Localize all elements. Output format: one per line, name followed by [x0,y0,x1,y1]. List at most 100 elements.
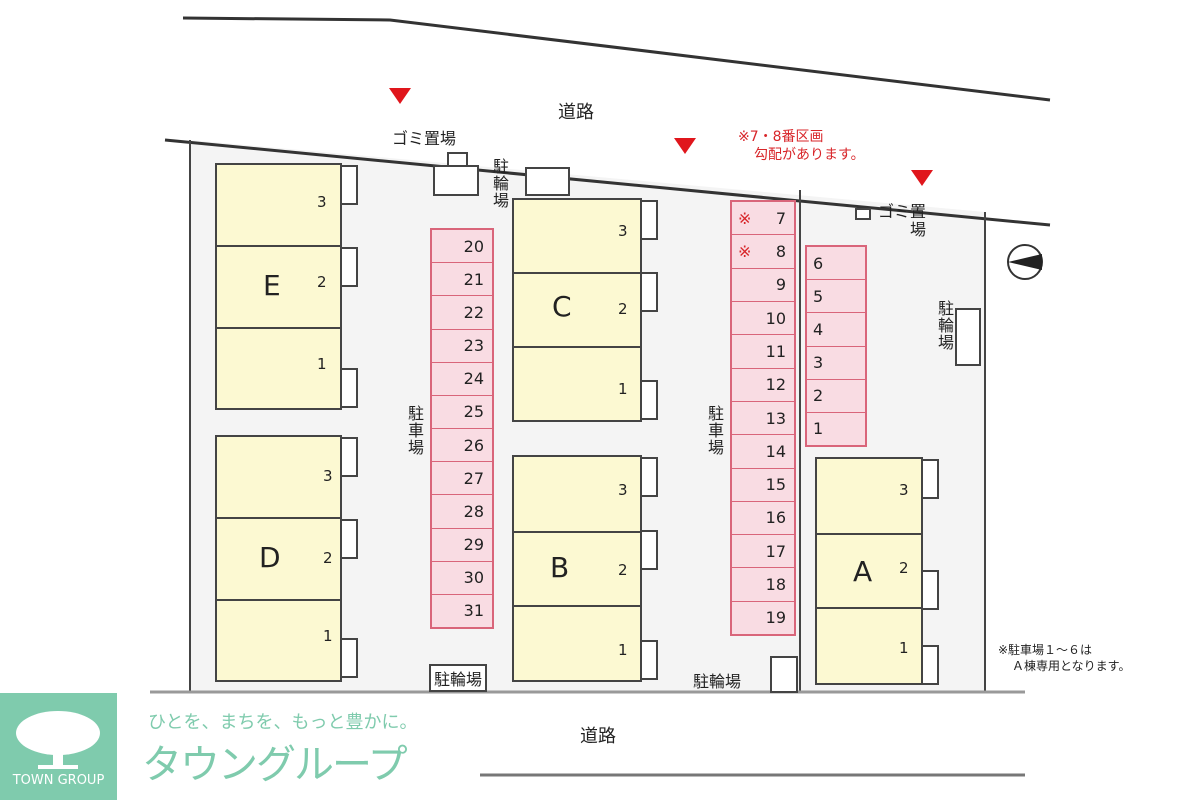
building-a: A 3 2 1 [815,457,923,685]
building-letter: E [263,269,281,302]
building-c: C 3 2 1 [512,198,642,422]
balcony [921,570,939,610]
unit-number: 2 [618,300,628,318]
balcony [340,437,358,477]
reserved-note: ※駐車場１～６は Ａ棟専用となります。 [998,642,1130,674]
balcony [640,457,658,497]
unit-number: 3 [899,481,909,499]
bicycle-label: 駐輪場 [429,664,488,692]
balcony [921,645,939,685]
building-letter: B [550,551,570,584]
entrance-triangle-icon [674,138,696,154]
parking-stall: 4 [807,313,865,347]
bicycle-area [770,656,798,693]
brand-name-en: TOWN GROUP [12,773,105,788]
bicycle-area [433,165,479,196]
parking-stall: 2 [807,380,865,413]
parking-stall: 14 [732,435,794,469]
parking-stall: 17 [732,535,794,569]
bicycle-label: 駐輪場 [490,158,509,209]
north-arrow-icon [1007,244,1043,280]
unit-number: 2 [618,561,628,579]
parking-stall: 3 [807,347,865,380]
balcony [340,165,358,205]
entrance-triangle-icon [911,170,933,186]
site-top-boundary [164,138,1051,227]
garbage-area [855,208,871,220]
unit-number: 3 [317,193,327,211]
balcony [640,200,658,240]
parking-stall: 31 [463,601,484,621]
unit-number: 1 [323,627,333,645]
slope-note: ※7・8番区画 勾配があります。 [738,128,865,164]
parking-stall: 19 [765,608,786,628]
balcony [640,530,658,570]
parking-stall: 1 [813,419,824,439]
parking-stall: 22 [432,296,492,330]
unit-number: 2 [323,549,333,567]
parking-stall: 20 [432,230,492,264]
garbage-label: ゴミ置場 [392,129,457,148]
balcony [921,459,939,499]
balcony [340,247,358,287]
unit-number: 2 [317,273,327,291]
parking-stall: 11 [732,335,794,369]
entrance-triangle-icon [389,88,411,104]
top-road-edge [182,16,1051,102]
brand-slogan: ひとを、まちを、もっと豊かに。 [148,712,418,733]
balcony [340,519,358,559]
parking-stall: 16 [732,502,794,536]
balcony [340,638,358,678]
unit-number: 3 [618,222,628,240]
unit-number: 1 [317,355,327,373]
unit-number: 3 [618,481,628,499]
balcony [640,272,658,312]
building-e: E 3 2 1 [215,163,342,410]
parking-stall: 21 [432,263,492,297]
parking-stall: 10 [732,302,794,336]
parking-stall: 24 [432,363,492,396]
parking-stall: ※7 [732,202,794,236]
road-label-bottom: 道路 [580,726,616,747]
parking-stall: 28 [432,495,492,529]
parking-stall: 27 [432,462,492,496]
road-label-top: 道路 [558,102,594,123]
parking-stall: 12 [732,369,794,402]
slope-note-line: ※7・8番区画 [738,129,824,145]
balcony [640,640,658,680]
brand-logo: TOWN GROUP [0,693,117,800]
unit-number: 1 [618,380,628,398]
bicycle-area [525,167,570,196]
parking-stall: 26 [432,429,492,463]
bicycle-area [955,308,981,366]
parking-stall: 25 [432,396,492,430]
parking-stall: 6 [807,247,865,281]
parking-stall: 15 [732,469,794,502]
building-letter: A [853,555,873,588]
building-letter: D [259,541,281,574]
building-b: B 3 2 1 [512,455,642,682]
reserved-note-line: ※駐車場１～６は [998,643,1093,657]
unit-number: 1 [899,639,909,657]
parking-stall: 9 [732,269,794,302]
garbage-label: ゴミ置場 [878,202,927,239]
slope-note-line: 勾配があります。 [754,147,865,163]
bicycle-label: 駐輪場 [693,672,742,691]
building-letter: C [552,290,572,323]
parking-stall: 29 [432,529,492,562]
parking-stall: ※8 [732,235,794,269]
parking-stall: 18 [732,568,794,602]
parking-stall: 5 [807,280,865,314]
unit-number: 3 [323,467,333,485]
parking-stall: 13 [732,402,794,436]
tree-logo-icon [16,711,100,769]
balcony [340,368,358,408]
unit-number: 1 [618,641,628,659]
parking-stall: 23 [432,330,492,363]
brand-name: タウングループ [142,742,408,788]
building-d: D 3 2 1 [215,435,342,682]
unit-number: 2 [899,559,909,577]
